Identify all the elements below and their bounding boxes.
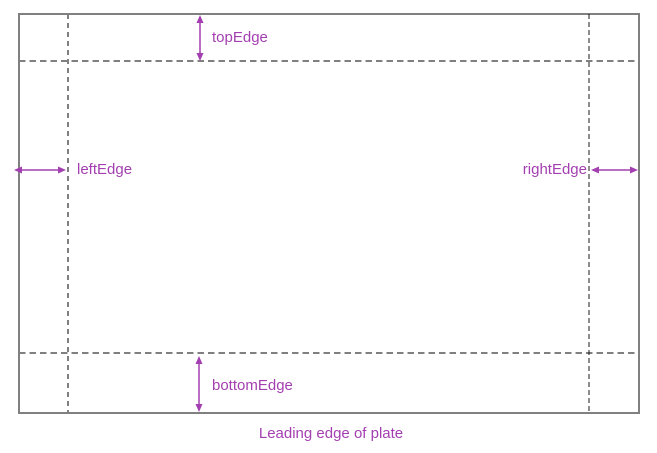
arrowhead-down-icon	[195, 404, 203, 412]
arrowhead-up-icon	[195, 356, 203, 364]
top-edge-label: topEdge	[212, 29, 268, 46]
arrowhead-right-icon	[630, 166, 638, 174]
arrowhead-down-icon	[196, 53, 204, 61]
arrowhead-up-icon	[196, 15, 204, 23]
arrowhead-right-icon	[58, 166, 66, 174]
plate-outline	[18, 13, 640, 414]
left-edge-label: leftEdge	[77, 161, 133, 178]
bottom-edge-label: bottomEdge	[212, 377, 293, 394]
arrowhead-left-icon	[591, 166, 599, 174]
right-edge-label: rightEdge	[522, 161, 587, 178]
bottom-edge-arrow	[195, 356, 203, 412]
leading-edge-caption: Leading edge of plate	[258, 425, 404, 442]
left-edge-arrow	[14, 166, 66, 174]
arrowhead-left-icon	[14, 166, 22, 174]
top-edge-arrow	[196, 15, 204, 61]
right-edge-arrow	[591, 166, 638, 174]
